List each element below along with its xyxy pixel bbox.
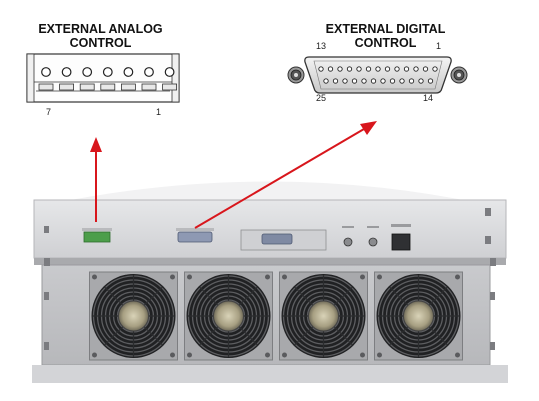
digital-title-line2: CONTROL <box>354 36 417 50</box>
analog-pin-hole <box>144 67 154 77</box>
analog-pin-hole <box>123 67 134 77</box>
analog-pin-tab <box>100 83 116 91</box>
fan-grill <box>184 271 273 361</box>
analog-title-line1: EXTERNAL ANALOG <box>38 22 163 36</box>
digital-pin-hole <box>399 78 405 84</box>
analog-pin-tab <box>59 83 74 91</box>
digital-pin-hole <box>361 78 367 84</box>
digital-pin-hole <box>394 66 400 72</box>
digital-pin-hole <box>356 66 362 72</box>
analog-pin-hole <box>82 67 93 77</box>
fan-grill <box>89 271 178 361</box>
analog-pin-1-label: 1 <box>156 107 162 117</box>
digital-pin-hole <box>346 66 353 72</box>
analog-pin-holes <box>41 67 175 77</box>
digital-pin-holes <box>318 66 438 84</box>
analog-pin-tab <box>141 83 157 91</box>
digital-pin-hole <box>384 66 391 72</box>
digital-pin-hole <box>323 78 329 84</box>
analog-pin-hole <box>61 67 72 77</box>
analog-pin-7-label: 7 <box>46 107 52 117</box>
fan-grill <box>279 271 368 361</box>
analog-title-line2: CONTROL <box>69 36 132 50</box>
digital-pin-hole <box>403 66 410 72</box>
analog-pin-tab <box>162 83 178 91</box>
digital-pin-hole <box>365 66 372 72</box>
digital-pin-hole <box>422 66 429 72</box>
analog-pin-hole <box>41 67 51 77</box>
analog-pin-tab <box>121 83 136 91</box>
analog-terminal-block-illustration <box>26 53 180 103</box>
rear-panel-photo <box>32 181 508 383</box>
digital-pin-hole <box>342 78 348 84</box>
digital-dsub-illustration <box>287 56 468 94</box>
digital-pin-hole <box>337 66 343 72</box>
digital-pin-hole <box>332 78 339 84</box>
digital-pin-14-label: 14 <box>423 93 434 103</box>
analog-pin-tabs <box>38 83 178 91</box>
digital-pin-hole <box>380 78 386 84</box>
digital-pin-hole <box>389 78 396 84</box>
analog-pin-tab <box>38 83 54 91</box>
digital-pin-13-label: 13 <box>316 41 327 51</box>
digital-pin-hole <box>318 66 324 72</box>
digital-pin-hole <box>408 78 415 84</box>
digital-pointer-arrow <box>194 121 377 229</box>
digital-pin-hole <box>370 78 377 84</box>
digital-pin-hole <box>351 78 358 84</box>
digital-pin-25-label: 25 <box>316 93 327 103</box>
analog-pin-hole <box>164 67 175 77</box>
digital-pin-hole <box>413 66 419 72</box>
analog-pointer-arrow <box>90 137 102 222</box>
analog-pin-hole <box>102 67 113 77</box>
digital-pin-hole <box>418 78 424 84</box>
fan-grill <box>374 271 463 361</box>
digital-pin-hole <box>375 66 381 72</box>
digital-pin-hole <box>427 78 434 84</box>
digital-title-line1: EXTERNAL DIGITAL <box>325 22 446 36</box>
digital-pin-hole <box>432 66 438 72</box>
fan-grills <box>89 271 463 361</box>
digital-pin-1-label: 1 <box>436 41 442 51</box>
analog-pin-tab <box>79 83 95 91</box>
digital-pin-hole <box>327 66 334 72</box>
